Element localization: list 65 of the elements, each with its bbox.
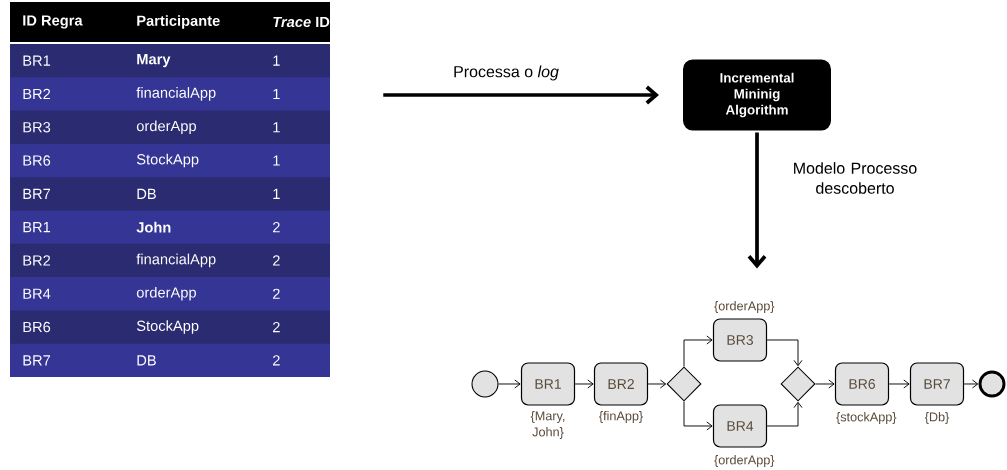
task-box: BR4 bbox=[712, 404, 768, 448]
table-cell: BR7 bbox=[23, 355, 51, 366]
column-header: ID Regra bbox=[23, 15, 83, 29]
arrow bbox=[683, 335, 713, 367]
table-cell: 1 bbox=[273, 88, 280, 99]
task-box: BR1 bbox=[520, 362, 576, 406]
table-cell: BR2 bbox=[23, 255, 51, 266]
table-cell: 2 bbox=[273, 321, 280, 333]
table-cell: John bbox=[136, 221, 171, 233]
participant-label: {orderApp} bbox=[714, 301, 775, 313]
table-cell: 2 bbox=[273, 355, 280, 366]
participant-label: {stockApp} bbox=[836, 412, 897, 424]
table-cell: BR6 bbox=[23, 155, 51, 166]
arrow bbox=[888, 379, 910, 389]
table-cell: 1 bbox=[273, 188, 280, 199]
table-cell: financialApp bbox=[136, 253, 216, 268]
table-cell: StockApp bbox=[136, 320, 199, 334]
column-header: Trace ID bbox=[273, 16, 330, 28]
arrow bbox=[815, 379, 835, 389]
table-cell: financialApp bbox=[136, 87, 216, 101]
arrow bbox=[383, 85, 659, 105]
column-header: Participante bbox=[137, 15, 220, 29]
edge-label: Modelo Processo descoberto bbox=[779, 159, 931, 197]
arrow bbox=[747, 132, 767, 269]
participant-label: {Db} bbox=[924, 412, 950, 424]
table-cell: DB bbox=[137, 355, 156, 366]
arrow bbox=[498, 379, 521, 389]
table-cell: BR7 bbox=[23, 188, 51, 199]
table bbox=[10, 2, 330, 377]
table-cell: BR2 bbox=[23, 88, 51, 100]
end-event-circle bbox=[978, 370, 1006, 398]
table-cell: BR6 bbox=[23, 321, 51, 333]
arrow bbox=[766, 401, 803, 427]
table-cell: StockApp bbox=[136, 153, 199, 168]
edge-label: Processa o log bbox=[450, 62, 562, 84]
arrow bbox=[647, 379, 667, 389]
participant-label: {finApp} bbox=[599, 411, 643, 423]
table-cell: orderApp bbox=[136, 120, 196, 135]
table-cell: 1 bbox=[273, 155, 280, 166]
start-event-circle bbox=[471, 370, 499, 398]
gateway-diamond bbox=[666, 366, 702, 402]
table-cell: orderApp bbox=[136, 286, 196, 301]
table-cell: 2 bbox=[273, 255, 280, 266]
arrow bbox=[683, 401, 713, 431]
algorithm-box: Incremental Mininig Algorithm bbox=[681, 57, 833, 133]
table-cell: DB bbox=[137, 188, 156, 199]
table-cell: Mary bbox=[137, 54, 171, 68]
table-cell: BR1 bbox=[23, 55, 51, 66]
participant-label: {Mary, John} bbox=[530, 411, 565, 439]
task-box: BR2 bbox=[593, 362, 649, 406]
arrow bbox=[574, 379, 594, 389]
gateway-diamond bbox=[780, 366, 816, 402]
table-cell: BR1 bbox=[23, 222, 51, 233]
table-cell: BR3 bbox=[23, 122, 51, 133]
participant-label: {orderApp} bbox=[714, 455, 775, 467]
table-cell: 2 bbox=[273, 222, 280, 233]
arrow bbox=[766, 339, 803, 367]
table-cell: 1 bbox=[273, 55, 280, 66]
arrow bbox=[963, 379, 979, 389]
table-cell: BR4 bbox=[23, 288, 51, 299]
task-box: BR7 bbox=[909, 362, 965, 406]
table-cell: 1 bbox=[273, 122, 280, 133]
table-cell: 2 bbox=[273, 288, 280, 299]
task-box: BR3 bbox=[712, 318, 768, 362]
task-box: BR6 bbox=[834, 362, 890, 406]
